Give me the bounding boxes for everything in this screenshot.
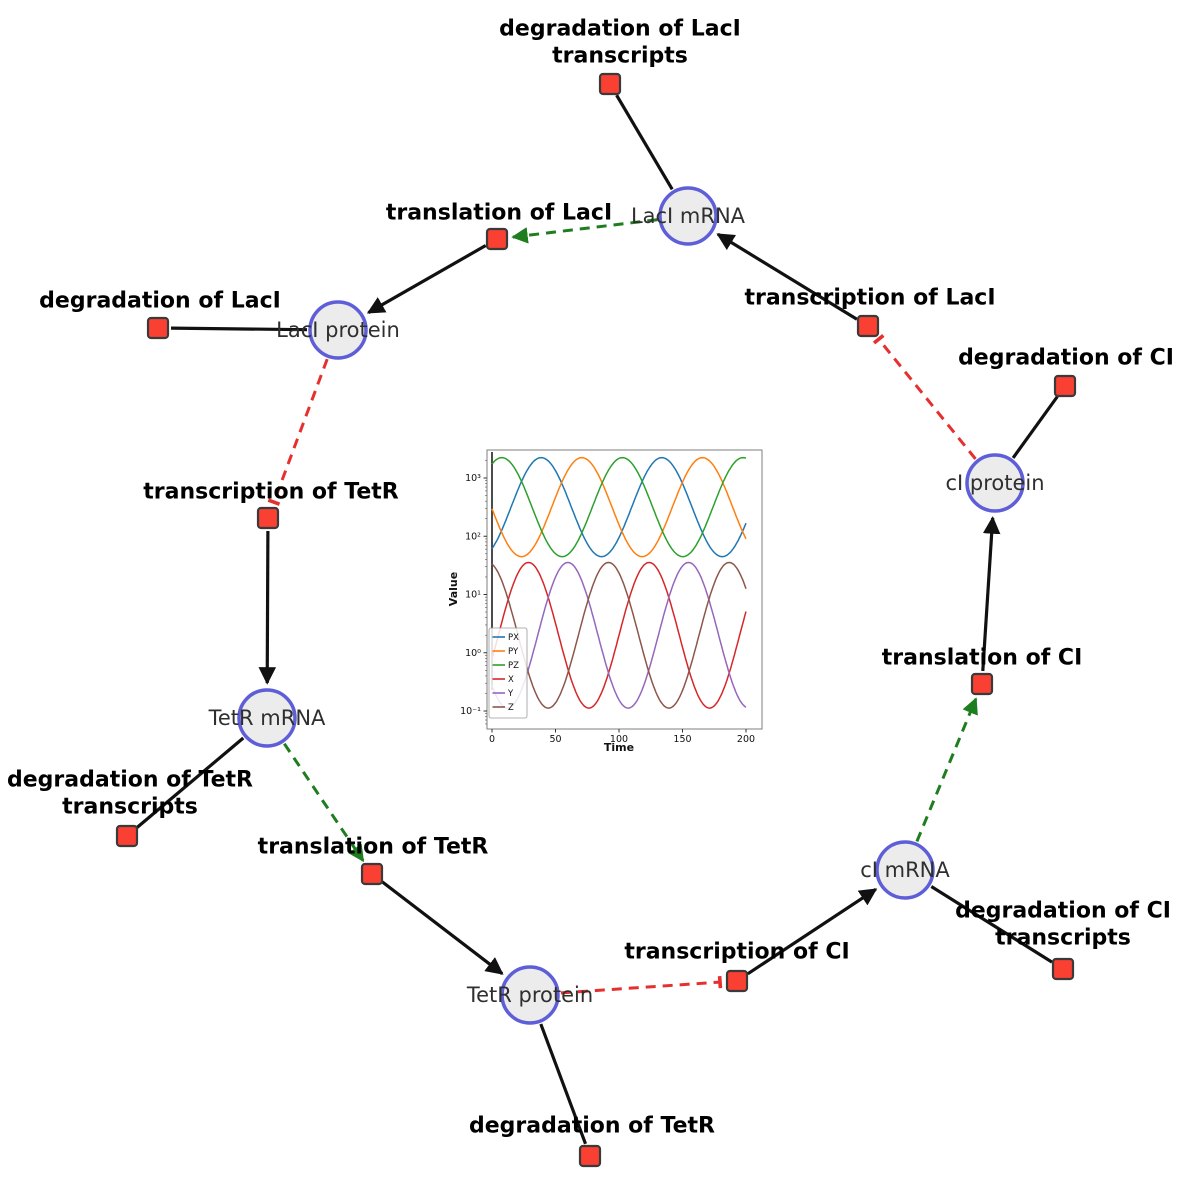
species-label-ci-mrna: cI mRNA (860, 858, 950, 882)
reaction-deg-laci-tx[interactable] (598, 72, 622, 96)
node-layer (115, 72, 1077, 1168)
legend-label-PZ: PZ (508, 661, 519, 671)
x-tick-label: 200 (737, 734, 755, 745)
series-PX (491, 456, 747, 558)
legend-label-PX: PX (508, 633, 519, 643)
reaction-label-deg-ci-tx: transcripts (995, 926, 1131, 951)
series-X (491, 561, 747, 709)
species-tetr-mrna[interactable] (237, 688, 297, 748)
edge-inhibition-laci-protein-to-transcription-tetr (267, 358, 329, 506)
y-tick-label: 10⁰ (465, 648, 481, 659)
y-tick-label: 10² (465, 531, 481, 542)
edge-consumption-tetr-mrna-to-deg-tetr-tx (135, 736, 245, 829)
edge-consumption-laci-protein-to-deg-laci (170, 326, 308, 332)
reaction-label-translation-ci: translation of CI (882, 646, 1083, 671)
reaction-transcription-ci[interactable] (725, 969, 749, 993)
edge-modifier-ci-mrna-to-translation-ci (915, 697, 978, 842)
edge-consumption-tetr-protein-to-deg-tetr (539, 1023, 587, 1145)
x-tick-label: 100 (610, 734, 628, 745)
edge-modifier-tetr-mrna-to-translation-tetr (283, 742, 365, 863)
x-tick-label: 150 (673, 734, 691, 745)
edge-production-translation-tetr-to-tetr-protein (381, 880, 504, 975)
reaction-label-deg-tetr: degradation of TetR (469, 1114, 715, 1139)
species-laci-protein[interactable] (308, 300, 368, 360)
species-ci-protein[interactable] (965, 453, 1025, 513)
reaction-label-deg-ci-tx: degradation of CI (955, 899, 1171, 924)
reaction-translation-laci[interactable] (485, 227, 509, 251)
edge-inhibition-tetr-protein-to-transcription-ci (560, 975, 723, 995)
series-PY (491, 456, 747, 558)
y-axis-label: Value (447, 572, 460, 606)
series-PZ (491, 456, 747, 558)
plot-content: 10⁻¹ 10⁰ 10¹ 10² 10³ 0 50 100 150 200 PX PY PZ XYZ (460, 449, 763, 745)
reaction-label-deg-laci: degradation of LacI (39, 289, 281, 314)
reaction-label-deg-tetr-tx: transcripts (62, 795, 198, 820)
reaction-label-translation-laci: translation of LacI (386, 201, 612, 226)
edge-production-translation-ci-to-ci-protein (981, 516, 1001, 672)
reaction-deg-tetr-tx[interactable] (115, 824, 139, 848)
species-label-tetr-mrna: TetR mRNA (208, 706, 326, 730)
legend-label-Y: Y (507, 689, 514, 699)
reaction-label-transcription-laci: transcription of LacI (744, 286, 995, 311)
reaction-deg-tetr[interactable] (578, 1144, 602, 1168)
species-label-ci-protein: cI protein (945, 471, 1044, 495)
edge-modifier-laci-mrna-to-translation-laci (511, 218, 658, 244)
x-axis-label: Time (604, 741, 634, 754)
reaction-label-deg-tetr-tx: degradation of TetR (7, 768, 253, 793)
edge-production-translation-laci-to-laci-protein (366, 244, 487, 314)
reaction-label-deg-ci: degradation of CI (958, 346, 1174, 371)
series-Z (491, 561, 747, 709)
x-tick-label: 0 (489, 734, 495, 745)
y-tick-label: 10⁻¹ (460, 706, 481, 717)
reaction-label-transcription-ci: transcription of CI (624, 940, 849, 965)
legend: PX PY PZ XYZ (488, 627, 528, 719)
reaction-transcription-laci[interactable] (856, 314, 880, 338)
legend-label-Z: Z (508, 703, 514, 713)
legend-label-X: X (508, 675, 514, 685)
species-label-laci-protein: LacI protein (276, 318, 400, 342)
edge-inhibition-ci-protein-to-transcription-laci (872, 334, 977, 460)
reaction-transcription-tetr[interactable] (256, 506, 280, 530)
reaction-deg-ci[interactable] (1053, 374, 1077, 398)
species-label-laci-mrna: LacI mRNA (631, 204, 746, 228)
edge-consumption-laci-mrna-to-deg-laci-tx (615, 94, 674, 191)
series-Y (491, 561, 747, 709)
y-tick-label: 10¹ (465, 590, 481, 601)
reaction-label-transcription-tetr: transcription of TetR (143, 480, 399, 505)
edge-consumption-ci-protein-to-deg-ci (1011, 395, 1059, 459)
y-tick-label: 10³ (465, 473, 481, 484)
edge-production-transcription-ci-to-ci-mrna (746, 887, 878, 976)
reaction-deg-ci-tx[interactable] (1051, 957, 1075, 981)
edge-layer (135, 94, 1059, 1145)
edge-production-transcription-tetr-to-tetr-mrna (258, 530, 277, 685)
species-tetr-protein[interactable] (500, 965, 560, 1025)
simulation-plot: 10⁻¹ 10⁰ 10¹ 10² 10³ 0 50 100 150 200 PX PY PZ XYZ Ti… (447, 449, 763, 754)
reaction-label-deg-laci-tx: transcripts (552, 44, 688, 69)
reaction-label-translation-tetr: translation of TetR (258, 835, 489, 860)
x-tick-label: 50 (549, 734, 561, 745)
legend-label-PY: PY (508, 647, 519, 657)
reaction-label-deg-laci-tx: degradation of LacI (499, 17, 741, 42)
reaction-deg-laci[interactable] (146, 316, 170, 340)
edge-consumption-ci-mrna-to-deg-ci-tx (930, 885, 1053, 964)
plot-frame (486, 449, 763, 730)
species-laci-mrna[interactable] (658, 186, 718, 246)
reaction-translation-ci[interactable] (970, 672, 994, 696)
species-ci-mrna[interactable] (875, 840, 935, 900)
reaction-translation-tetr[interactable] (360, 862, 384, 886)
edge-production-transcription-laci-to-laci-mrna (716, 232, 858, 321)
species-label-tetr-protein: TetR protein (466, 983, 593, 1007)
